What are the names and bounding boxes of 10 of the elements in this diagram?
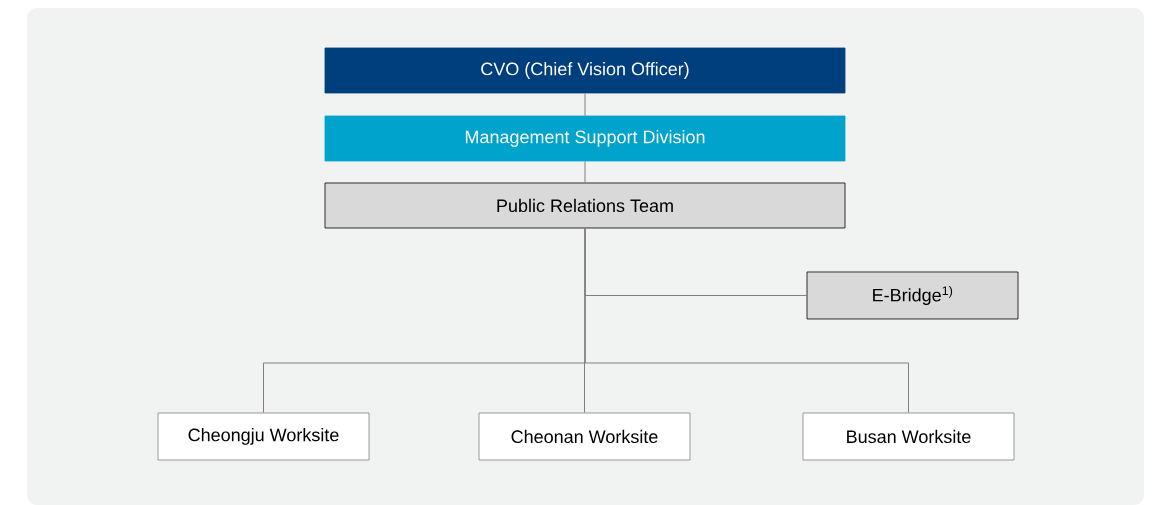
connector-line [584,92,586,117]
team-box: Public Relations Team [324,182,846,229]
worksite-box: Cheonan Worksite [478,412,691,461]
worksite-box: Busan Worksite [802,412,1015,461]
connector-line [584,227,909,414]
team-box: E-Bridge$^{1)}$ [806,271,1019,320]
title-box: CVO (Chief Vision Officer) [324,47,846,94]
worksite-box: Cheongju Worksite [157,412,370,461]
connector-line [584,160,586,184]
division-box: Management Support Division [324,115,846,162]
